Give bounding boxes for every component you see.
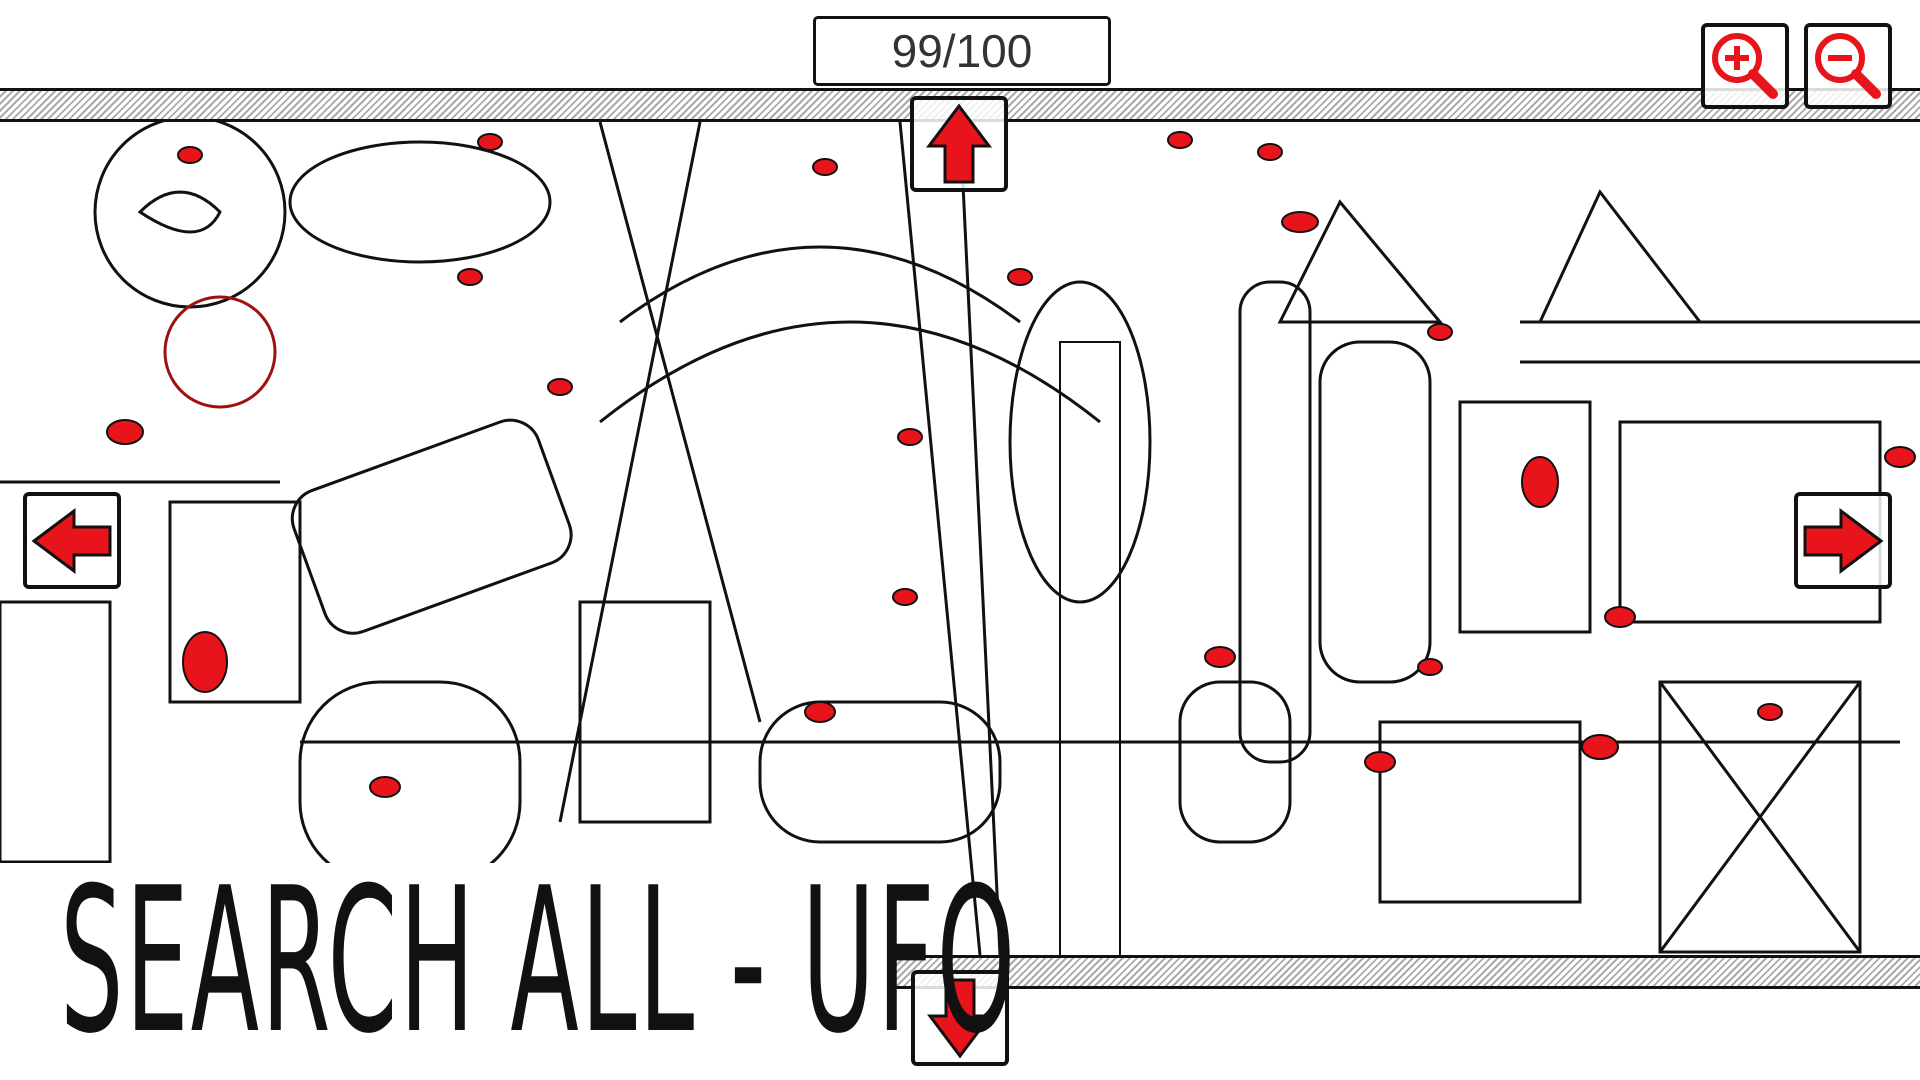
hidden-object-scene[interactable] xyxy=(0,122,1920,955)
arrow-left-icon xyxy=(31,507,112,574)
scroll-left-button[interactable] xyxy=(23,492,121,589)
found-counter: 99/100 xyxy=(813,16,1111,86)
arrow-right-icon xyxy=(1803,507,1884,574)
task-panel xyxy=(0,863,894,1080)
arrow-up-icon xyxy=(926,103,992,184)
zoom-out-icon xyxy=(1815,33,1881,99)
task-title: SEARCH ALL - UFO xyxy=(60,845,1018,1078)
zoom-in-button[interactable] xyxy=(1701,23,1789,109)
zoom-out-button[interactable] xyxy=(1804,23,1892,109)
zoom-in-icon xyxy=(1712,33,1778,99)
scroll-down-button[interactable] xyxy=(911,970,1009,1066)
scene-illustration[interactable] xyxy=(0,122,1920,955)
scroll-right-button[interactable] xyxy=(1794,492,1892,589)
arrow-down-icon xyxy=(927,978,993,1059)
scroll-up-button[interactable] xyxy=(910,96,1008,192)
